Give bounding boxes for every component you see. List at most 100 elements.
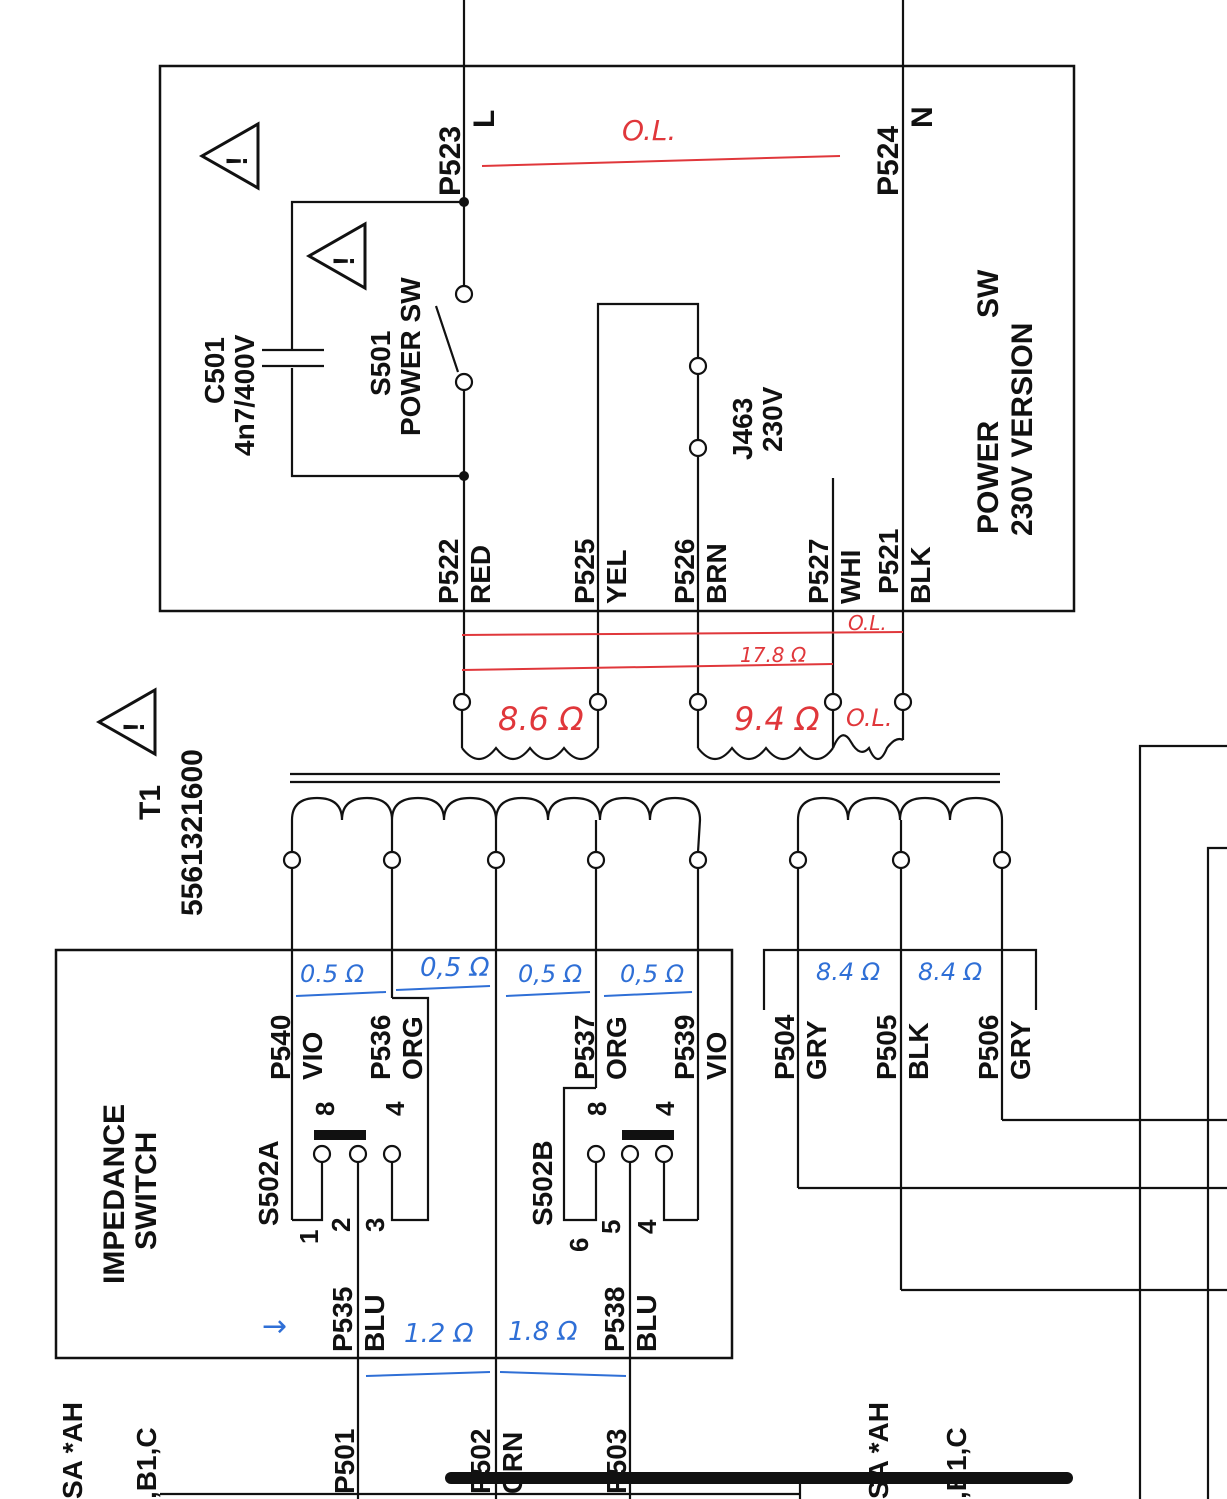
- jumper-terminal: [688, 356, 708, 376]
- svg-text:!: !: [328, 256, 361, 266]
- annotation-r1: 0.5 Ω: [300, 960, 365, 988]
- annotation-17-8: 17.8 Ω: [740, 643, 807, 667]
- annotation-ol-top: O.L.: [622, 114, 676, 147]
- pin-4: 4: [380, 1101, 410, 1116]
- label-red: RED: [465, 545, 496, 604]
- label-j463-value: 230V: [757, 386, 788, 452]
- annotation-r4: 0,5 Ω: [620, 960, 685, 988]
- label-n: N: [906, 106, 939, 128]
- pin-8: 8: [310, 1102, 340, 1116]
- red-measure-line: [461, 663, 834, 671]
- blue-measure-line: [365, 1371, 491, 1377]
- label-p522: P522: [433, 539, 464, 604]
- blue-measure-line: [505, 991, 591, 997]
- label-t1-part: 5561321600: [176, 749, 209, 916]
- blue-measure-line: [499, 1371, 627, 1377]
- warning-icon: !: [198, 121, 260, 191]
- label-p537: P537: [569, 1015, 600, 1080]
- label-p539: P539: [669, 1015, 700, 1080]
- label-p524: P524: [872, 126, 905, 196]
- label-blu-1: BLU: [359, 1294, 390, 1352]
- label-power: POWER: [972, 420, 1005, 534]
- label-blk-sec: BLK: [903, 1022, 934, 1080]
- impedance-switch-box: [54, 948, 734, 1360]
- annotation-r8: 1.8 Ω: [508, 1317, 578, 1347]
- label-p536: P536: [365, 1015, 396, 1080]
- label-p501: P501: [329, 1429, 360, 1494]
- switch-terminal: [454, 284, 474, 304]
- annotation-r3: 0,5 Ω: [518, 960, 583, 988]
- warning-icon: !: [305, 221, 367, 291]
- switch-terminal: [454, 372, 474, 392]
- pin-3: 3: [360, 1218, 390, 1232]
- label-yel: YEL: [601, 550, 632, 604]
- annotation-arrow: →: [262, 1309, 287, 1344]
- label-s502b: S502B: [527, 1140, 558, 1226]
- wire-yel: [596, 302, 700, 700]
- label-p506: P506: [973, 1015, 1004, 1080]
- label-org-2: ORG: [601, 1016, 632, 1080]
- annotation-ol-coil: O.L.: [846, 704, 893, 732]
- pin-5: 5: [596, 1220, 626, 1234]
- label-p503: P503: [601, 1429, 632, 1494]
- cap-wire-bottom: [290, 368, 464, 478]
- red-measure-line: [461, 631, 904, 636]
- label-whi: WHI: [835, 550, 866, 604]
- label-blk: BLK: [905, 546, 936, 604]
- switch-s502b: [586, 1130, 674, 1499]
- right-frame: [1206, 846, 1227, 1499]
- warning-icon: !: [95, 687, 157, 757]
- annotation-r7: 1.2 Ω: [404, 1319, 474, 1349]
- pin-4: 4: [632, 1219, 662, 1234]
- annotation-9-4: 9.4 Ω: [734, 700, 820, 738]
- label-c501: C501: [199, 337, 230, 404]
- pin-1: 1: [294, 1230, 324, 1244]
- switch-blade: [434, 305, 460, 373]
- label-sw: SW: [972, 269, 1005, 318]
- switch-s502a: [312, 1130, 402, 1499]
- label-power-sw: POWER SW: [395, 277, 426, 436]
- label-p505: P505: [871, 1015, 902, 1080]
- label-brn: BRN: [701, 543, 732, 604]
- label-p535: P535: [327, 1287, 358, 1352]
- label-p521: P521: [873, 529, 904, 594]
- label-s502a: S502A: [253, 1140, 284, 1226]
- blue-measure-line: [295, 991, 387, 997]
- label-p540: P540: [265, 1015, 296, 1080]
- label-blu-2: BLU: [631, 1294, 662, 1352]
- label-c501-value: 4n7/400V: [229, 334, 260, 456]
- annotation-r2: 0,5 Ω: [420, 953, 490, 983]
- label-p527: P527: [803, 539, 834, 604]
- label-s501: S501: [365, 331, 396, 396]
- pin-4: 4: [650, 1101, 680, 1116]
- jumper-terminal: [688, 438, 708, 458]
- label-p523: P523: [434, 126, 467, 196]
- label-b1c: ,B1,C: [941, 1427, 972, 1499]
- annotation-8-6: 8.6 Ω: [498, 700, 584, 738]
- right-frame: [1138, 744, 1227, 1499]
- label-org-1: ORG: [397, 1016, 428, 1080]
- transformer-secondary-coil: [282, 796, 1012, 870]
- pin-2: 2: [326, 1218, 356, 1232]
- label-t1: T1: [134, 785, 167, 820]
- annotation-r6: 8.4 Ω: [918, 958, 983, 986]
- label-sa-ah: SA *AH: [57, 1402, 88, 1499]
- label-switch: SWITCH: [130, 1132, 163, 1250]
- transformer-primary-coil: [452, 692, 913, 761]
- label-gry-2: GRY: [1005, 1020, 1036, 1080]
- label-p504: P504: [769, 1014, 800, 1080]
- label-sa-ah: SA *AH: [863, 1402, 894, 1499]
- label-l: L: [468, 110, 501, 128]
- label-p525: P525: [569, 539, 600, 604]
- label-grn: GRN: [497, 1432, 528, 1494]
- pin-6: 6: [564, 1238, 594, 1252]
- svg-text:!: !: [118, 722, 151, 732]
- home-indicator[interactable]: [445, 1472, 1073, 1484]
- pin-8: 8: [582, 1102, 612, 1116]
- label-impedance: IMPEDANCE: [98, 1104, 131, 1284]
- blue-measure-line: [395, 985, 491, 991]
- cap-wire-top: [290, 200, 464, 350]
- label-p526: P526: [669, 539, 700, 604]
- label-230v-version: 230V VERSION: [1006, 323, 1039, 536]
